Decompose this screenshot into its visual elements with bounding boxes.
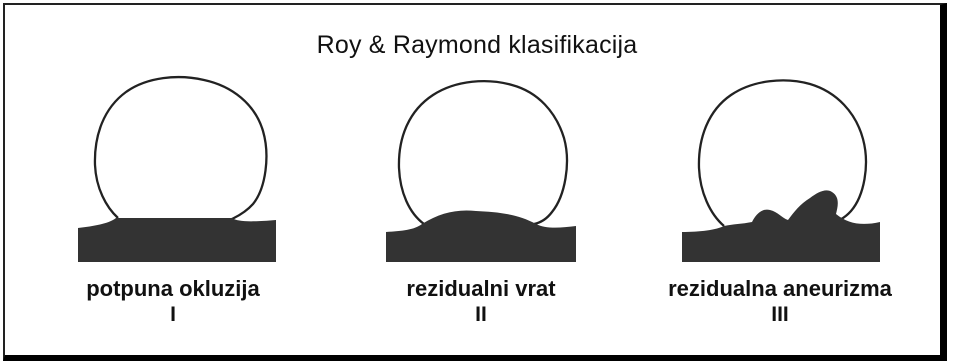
class-name-1: potpuna okluzija xyxy=(86,276,260,301)
class-grade-3: III xyxy=(771,303,789,326)
class-grade-2: II xyxy=(475,303,487,326)
class-name-3: rezidualna aneurizma xyxy=(668,276,892,301)
class-name-2: rezidualni vrat xyxy=(406,276,556,301)
diagram-title: Roy & Raymond klasifikacija xyxy=(316,31,638,59)
class-label-3: rezidualna aneurizma III xyxy=(640,276,920,328)
class-label-2: rezidualni vrat II xyxy=(366,276,596,328)
class-label-1: potpuna okluzija I xyxy=(58,276,288,328)
class-grade-1: I xyxy=(170,303,176,326)
